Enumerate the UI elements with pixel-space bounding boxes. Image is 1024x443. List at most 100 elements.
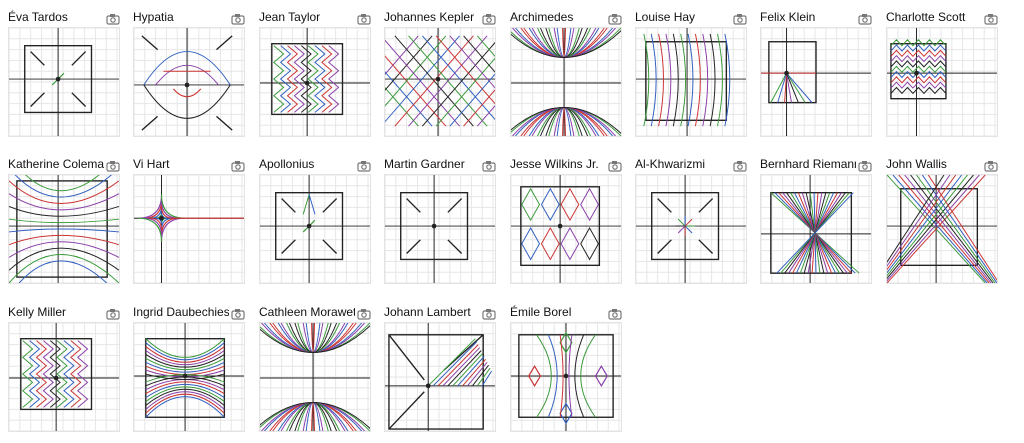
- pattern-drawing: [636, 175, 746, 283]
- pattern-drawing: [511, 323, 621, 431]
- pattern-thumbnail[interactable]: [886, 27, 998, 137]
- card-title: Charlotte Scott: [886, 10, 966, 24]
- camera-icon[interactable]: [106, 307, 120, 320]
- camera-icon[interactable]: [357, 307, 371, 320]
- gallery-card[interactable]: Jean Taylor: [259, 8, 371, 148]
- gallery-card[interactable]: Felix Klein: [760, 8, 872, 148]
- camera-icon[interactable]: [733, 12, 747, 25]
- pattern-drawing: [9, 28, 119, 136]
- camera-icon[interactable]: [357, 12, 371, 25]
- card-title: Jesse Wilkins Jr.: [510, 157, 599, 171]
- card-title: Jean Taylor: [259, 10, 321, 24]
- gallery-card[interactable]: Al-Khwarizmi: [635, 155, 747, 295]
- camera-icon[interactable]: [608, 307, 622, 320]
- pattern-thumbnail[interactable]: [259, 174, 371, 284]
- card-title: John Wallis: [886, 157, 947, 171]
- card-title: Ingrid Daubechies: [133, 305, 229, 319]
- camera-icon[interactable]: [482, 12, 496, 25]
- pattern-drawing: [260, 323, 370, 431]
- card-title: Kelly Miller: [8, 305, 67, 319]
- pattern-drawing: [134, 28, 244, 136]
- camera-icon[interactable]: [106, 12, 120, 25]
- card-title: Apollonius: [259, 157, 315, 171]
- gallery-card[interactable]: Cathleen Morawet: [259, 303, 371, 443]
- pattern-drawing: [134, 323, 244, 431]
- pattern-drawing: [511, 28, 621, 136]
- card-title: Katherine Colema: [8, 157, 104, 171]
- gallery-card[interactable]: Martin Gardner: [384, 155, 496, 295]
- pattern-drawing: [260, 28, 370, 136]
- pattern-thumbnail[interactable]: [259, 322, 371, 432]
- gallery-card[interactable]: Archimedes: [510, 8, 622, 148]
- card-title: Louise Hay: [635, 10, 696, 24]
- pattern-thumbnail[interactable]: [133, 174, 245, 284]
- camera-icon[interactable]: [231, 12, 245, 25]
- gallery-card[interactable]: Hypatia: [133, 8, 245, 148]
- pattern-thumbnail[interactable]: [384, 27, 496, 137]
- gallery-card[interactable]: Johannes Kepler: [384, 8, 496, 148]
- pattern-thumbnail[interactable]: [510, 322, 622, 432]
- gallery-card[interactable]: Katherine Colema: [8, 155, 120, 295]
- pattern-thumbnail[interactable]: [635, 174, 747, 284]
- card-title: Al-Khwarizmi: [635, 157, 706, 171]
- pattern-thumbnail[interactable]: [760, 174, 872, 284]
- pattern-drawing: [9, 175, 119, 283]
- pattern-drawing: [385, 28, 495, 136]
- camera-icon[interactable]: [608, 12, 622, 25]
- camera-icon[interactable]: [984, 12, 998, 25]
- gallery-card[interactable]: Vi Hart: [133, 155, 245, 295]
- pattern-thumbnail[interactable]: [760, 27, 872, 137]
- gallery-card[interactable]: Apollonius: [259, 155, 371, 295]
- camera-icon[interactable]: [106, 159, 120, 172]
- pattern-thumbnail[interactable]: [133, 27, 245, 137]
- card-title: Felix Klein: [760, 10, 816, 24]
- pattern-drawing: [511, 175, 621, 283]
- camera-icon[interactable]: [858, 159, 872, 172]
- pattern-thumbnail[interactable]: [510, 174, 622, 284]
- gallery-card[interactable]: Louise Hay: [635, 8, 747, 148]
- gallery-card[interactable]: Johann Lambert: [384, 303, 496, 443]
- pattern-thumbnail[interactable]: [384, 322, 496, 432]
- card-title: Hypatia: [133, 10, 174, 24]
- camera-icon[interactable]: [357, 159, 371, 172]
- card-title: Johannes Kepler: [384, 10, 475, 24]
- pattern-drawing: [887, 28, 997, 136]
- gallery-card[interactable]: John Wallis: [886, 155, 998, 295]
- camera-icon[interactable]: [231, 307, 245, 320]
- gallery-card[interactable]: Charlotte Scott: [886, 8, 998, 148]
- pattern-thumbnail[interactable]: [635, 27, 747, 137]
- gallery-card[interactable]: Ingrid Daubechies: [133, 303, 245, 443]
- card-title: Archimedes: [510, 10, 574, 24]
- card-title: Bernhard Riemann: [760, 157, 856, 171]
- pattern-drawing: [887, 175, 997, 283]
- camera-icon[interactable]: [984, 159, 998, 172]
- pattern-drawing: [385, 323, 495, 431]
- pattern-thumbnail[interactable]: [259, 27, 371, 137]
- gallery-card[interactable]: Bernhard Riemann: [760, 155, 872, 295]
- card-title: Martin Gardner: [384, 157, 465, 171]
- pattern-thumbnail[interactable]: [8, 27, 120, 137]
- camera-icon[interactable]: [608, 159, 622, 172]
- card-title: Cathleen Morawet: [259, 305, 355, 319]
- camera-icon[interactable]: [231, 159, 245, 172]
- pattern-thumbnail[interactable]: [510, 27, 622, 137]
- gallery-card[interactable]: Émile Borel: [510, 303, 622, 443]
- pattern-thumbnail[interactable]: [8, 322, 120, 432]
- pattern-thumbnail[interactable]: [8, 174, 120, 284]
- camera-icon[interactable]: [733, 159, 747, 172]
- gallery-card[interactable]: Kelly Miller: [8, 303, 120, 443]
- pattern-drawing: [9, 323, 119, 431]
- card-title: Vi Hart: [133, 157, 170, 171]
- pattern-thumbnail[interactable]: [384, 174, 496, 284]
- card-title: Émile Borel: [510, 305, 572, 319]
- gallery-card[interactable]: Jesse Wilkins Jr.: [510, 155, 622, 295]
- pattern-drawing: [761, 175, 871, 283]
- camera-icon[interactable]: [858, 12, 872, 25]
- pattern-drawing: [385, 175, 495, 283]
- camera-icon[interactable]: [482, 307, 496, 320]
- camera-icon[interactable]: [482, 159, 496, 172]
- pattern-thumbnail[interactable]: [886, 174, 998, 284]
- gallery-card[interactable]: Éva Tardos: [8, 8, 120, 148]
- pattern-thumbnail[interactable]: [133, 322, 245, 432]
